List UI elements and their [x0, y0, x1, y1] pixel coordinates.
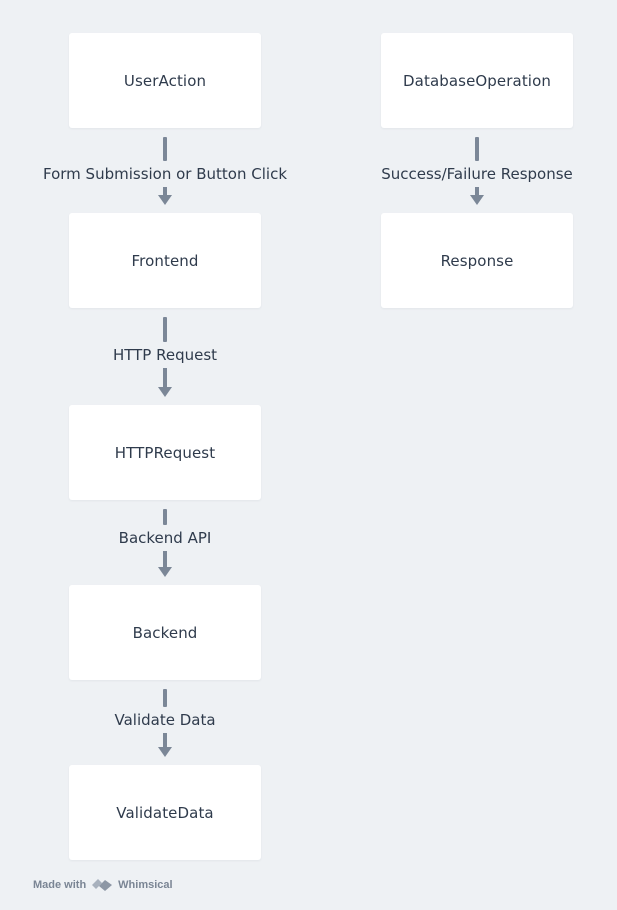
connector-user-frontend-bottom [163, 187, 167, 196]
node-http-request[interactable]: HTTPRequest [69, 405, 261, 500]
node-http-request-label: HTTPRequest [114, 443, 216, 462]
arrowhead-backend-validate [158, 747, 172, 757]
node-backend-label: Backend [132, 623, 198, 642]
connector-http-backend-top [163, 509, 167, 525]
node-user-action[interactable]: UserAction [69, 33, 261, 128]
whimsical-brand-label: Whimsical [118, 879, 173, 891]
connector-frontend-http-top [163, 317, 167, 342]
edge-label-backend-validate: Validate Data [114, 711, 216, 729]
node-database-operation-label: DatabaseOperation [403, 71, 551, 90]
node-backend[interactable]: Backend [69, 585, 261, 680]
node-user-action-label: UserAction [123, 71, 207, 90]
connector-backend-validate-bottom [163, 733, 167, 748]
connector-db-response-top [475, 137, 479, 161]
made-with-label: Made with [33, 879, 87, 891]
connector-http-backend-bottom [163, 551, 167, 568]
edge-label-frontend-http: HTTP Request [112, 346, 218, 364]
node-validate-data[interactable]: ValidateData [69, 765, 261, 860]
edge-label-db-response: Success/Failure Response [381, 165, 573, 183]
node-frontend-label: Frontend [131, 251, 199, 270]
connector-backend-validate-top [163, 689, 167, 707]
edge-label-http-backend: Backend API [118, 529, 212, 547]
connector-db-response-bottom [475, 187, 479, 196]
connector-frontend-http-bottom [163, 368, 167, 388]
edge-label-user-frontend: Form Submission or Button Click [43, 165, 287, 183]
arrowhead-db-response [470, 195, 484, 205]
arrowhead-http-backend [158, 567, 172, 577]
node-validate-data-label: ValidateData [116, 803, 214, 822]
arrowhead-user-frontend [158, 195, 172, 205]
node-frontend[interactable]: Frontend [69, 213, 261, 308]
node-response-label: Response [440, 251, 514, 270]
node-response[interactable]: Response [381, 213, 573, 308]
made-with-whimsical[interactable]: Made with Whimsical [33, 877, 173, 893]
arrowhead-frontend-http [158, 387, 172, 397]
whimsical-logo-icon [90, 877, 114, 893]
connector-user-frontend-top [163, 137, 167, 161]
node-database-operation[interactable]: DatabaseOperation [381, 33, 573, 128]
